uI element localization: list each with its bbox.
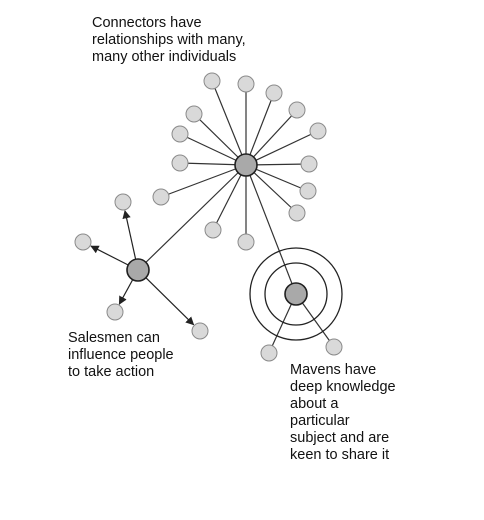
individual-node: [237, 233, 255, 251]
connectors-caption: Connectors have relationships with many,…: [92, 15, 246, 65]
maven-hub: [284, 282, 308, 306]
salesman-hub: [126, 258, 150, 282]
connector-link: [179, 133, 247, 166]
influenced-node: [74, 233, 92, 251]
connector-link: [245, 130, 319, 166]
influence-arrow: [90, 245, 129, 266]
influenced-node: [106, 303, 124, 321]
individual-node: [152, 188, 170, 206]
mavens-caption: Mavens have deep knowledge about a parti…: [290, 362, 396, 463]
salesmen-caption: Salesmen can influence people to take ac…: [68, 330, 174, 380]
individual-node: [288, 204, 306, 222]
influence-arrow: [145, 277, 195, 326]
influenced-node: [191, 322, 209, 340]
connector-salesman-link: [137, 164, 247, 271]
individual-node: [299, 182, 317, 200]
influenced-node: [114, 193, 132, 211]
individual-node: [171, 125, 189, 143]
connector-link: [193, 113, 247, 166]
individual-node: [171, 154, 189, 172]
influence-arrow: [122, 209, 137, 260]
individual-node: [309, 122, 327, 140]
knowledge-ring: [249, 247, 343, 341]
individual-node: [203, 72, 221, 90]
connector-maven-link: [245, 164, 297, 295]
individual-node: [265, 84, 283, 102]
individual-node: [237, 75, 255, 93]
connector-link: [245, 109, 298, 166]
individual-node: [288, 101, 306, 119]
connector-link: [212, 164, 247, 231]
individual-node: [260, 344, 278, 362]
connector-link: [245, 92, 275, 166]
individual-node: [204, 221, 222, 239]
individual-node: [300, 155, 318, 173]
connector-link: [211, 80, 247, 166]
knowledge-ring: [264, 262, 328, 326]
connector-link: [160, 164, 247, 198]
connector-hub: [234, 153, 258, 177]
influence-arrow: [118, 279, 134, 305]
individual-node: [185, 105, 203, 123]
individual-node: [325, 338, 343, 356]
